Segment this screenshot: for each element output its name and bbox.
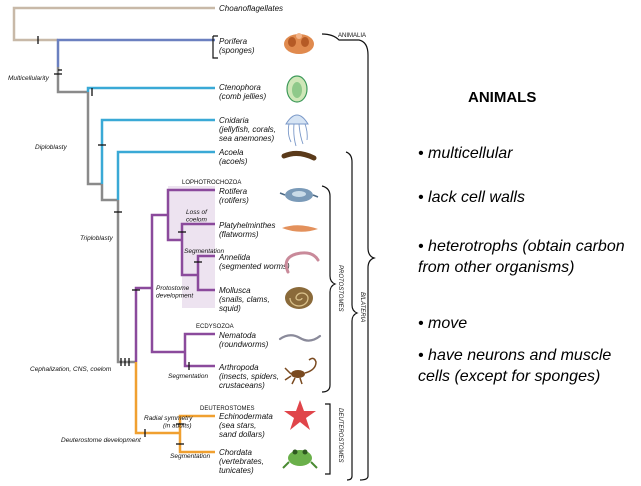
header-lophotrochozoa: LOPHOTROCHOZOA: [182, 180, 241, 186]
branch-deuterostomia: [134, 362, 180, 435]
label-deuterostomes-vertical: DEUTEROSTOMES: [337, 408, 343, 463]
acoel-worm-illustration: [281, 150, 317, 161]
taxon-cnidaria: Cnidaria (jellyfish, corals, sea anemone…: [219, 116, 278, 143]
branch-nematoda: [183, 332, 215, 352]
branch-echinodermata: [178, 414, 215, 433]
branch-bilateria-stem: [100, 184, 118, 202]
branch-rotifera: [166, 188, 215, 215]
label-cephalization: Cephalization, CNS, coelom: [30, 366, 112, 373]
header-ecdysozoa: ECDYSOZOA: [196, 324, 234, 330]
jellyfish-illustration: [285, 114, 309, 147]
branch-root: [12, 19, 58, 42]
label-multicellularity: Multicellularity: [8, 75, 50, 82]
group-headers: LOPHOTROCHOZOA ECDYSOZOA DEUTEROSTOMES A…: [182, 33, 366, 412]
taxon-platyhelminthes: Platyhelminthes (flatworms): [219, 221, 278, 239]
label-segmentation-annelida: Segmentation: [184, 248, 224, 255]
branch-trochozoa: [180, 240, 198, 277]
branch-ctenophora: [86, 86, 215, 92]
branch-chordata: [178, 433, 215, 454]
branch-ecdysozoa: [150, 288, 185, 354]
label-diploblasty: Diploblasty: [35, 144, 68, 151]
bracket-porifera: [212, 35, 218, 59]
bracket-bilateria: [345, 151, 359, 481]
scorpion-illustration: [284, 357, 317, 385]
taxon-mollusca: Mollusca (snails, clams, squid): [219, 286, 272, 313]
frog-illustration: [282, 449, 318, 469]
character-labels: Multicellularity Diploblasty Triploblast…: [8, 75, 224, 460]
branch-mollusca: [196, 275, 215, 292]
branch-eumetazoa: [56, 67, 88, 94]
flatworm-illustration: [282, 225, 318, 232]
taxon-rotifera: Rotifera (rotifers): [219, 187, 249, 205]
sea-star-illustration: [284, 400, 316, 430]
taxon-ctenophora: Ctenophora (comb jellies): [219, 83, 266, 101]
branch-platyhelminthes: [180, 222, 215, 240]
branch-nephrozoa: [116, 200, 136, 364]
bracket-deuterostomes: [325, 403, 331, 475]
trait-item: • move: [418, 315, 468, 332]
branch-choanoflagellates: [12, 6, 215, 19]
branch-annelida: [196, 254, 215, 275]
bracket-animalia: [321, 33, 376, 481]
header-animalia: ANIMALIA: [338, 33, 366, 39]
label-deuterostome-development: Deuterostome development: [61, 437, 142, 444]
label-bilateria-vertical: BILATERIA: [359, 292, 365, 322]
branch-post-ctenophora: [86, 92, 102, 186]
label-triploblasty: Triploblasty: [80, 235, 114, 242]
rotifer-illustration: [279, 188, 319, 202]
label-segmentation-arthropoda: Segmentation: [168, 373, 208, 380]
character-ticks: [37, 36, 202, 445]
trait-item: • have neurons and muscle cells (except …: [418, 347, 612, 385]
taxon-choanoflagellates: Choanoflagellates: [219, 4, 283, 13]
taxon-porifera: Porifera (sponges): [219, 37, 255, 55]
roundworm-illustration: [278, 334, 322, 342]
branch-cnidaria: [100, 118, 215, 184]
branch-lophotrochozoa: [150, 213, 168, 288]
taxon-annelida: Annelida (segmented worms): [218, 253, 290, 271]
trait-item: • heterotrophs (obtain carbon from other…: [418, 238, 625, 276]
segmented-worm-illustration: [284, 251, 320, 274]
label-segmentation-chordata: Segmentation: [170, 453, 210, 460]
comb-jelly-illustration: [286, 75, 308, 103]
label-protostome-development: Protostome development: [156, 285, 194, 300]
branch-acoela: [116, 150, 215, 200]
label-radial-symmetry: Radial symmetry (in adults): [144, 415, 194, 430]
sponge-illustration: [284, 33, 314, 54]
bracket-protostomes: [321, 185, 337, 393]
snail-illustration: [285, 287, 313, 309]
taxon-acoela: Acoela (acoels): [218, 148, 248, 166]
taxon-nematoda: Nematoda (roundworms): [219, 331, 269, 349]
branch-arthropoda: [183, 352, 215, 368]
trait-item: • multicellular: [418, 145, 513, 162]
trait-item: • lack cell walls: [418, 189, 525, 206]
branch-porifera: [56, 38, 215, 67]
animals-heading: ANIMALS: [468, 89, 537, 106]
branch-protostomia: [134, 286, 152, 362]
label-loss-of-coelom: Loss of coelom: [186, 209, 209, 224]
label-protostomes-vertical: PROTOSTOMES: [337, 265, 343, 311]
taxon-echinodermata: Echinodermata (sea stars, sand dollars): [219, 412, 275, 439]
taxon-chordata: Chordata (vertebrates, tunicates): [219, 448, 266, 475]
header-deuterostomes: DEUTEROSTOMES: [200, 406, 255, 412]
clade-brackets: [212, 33, 376, 481]
taxon-labels: Choanoflagellates Porifera (sponges) Cte…: [218, 4, 290, 475]
branch-lopho-inner: [166, 215, 182, 242]
lophotrochozoa-shading: [168, 186, 215, 308]
taxon-arthropoda: Arthropoda (insects, spiders, crustacean…: [218, 363, 281, 390]
